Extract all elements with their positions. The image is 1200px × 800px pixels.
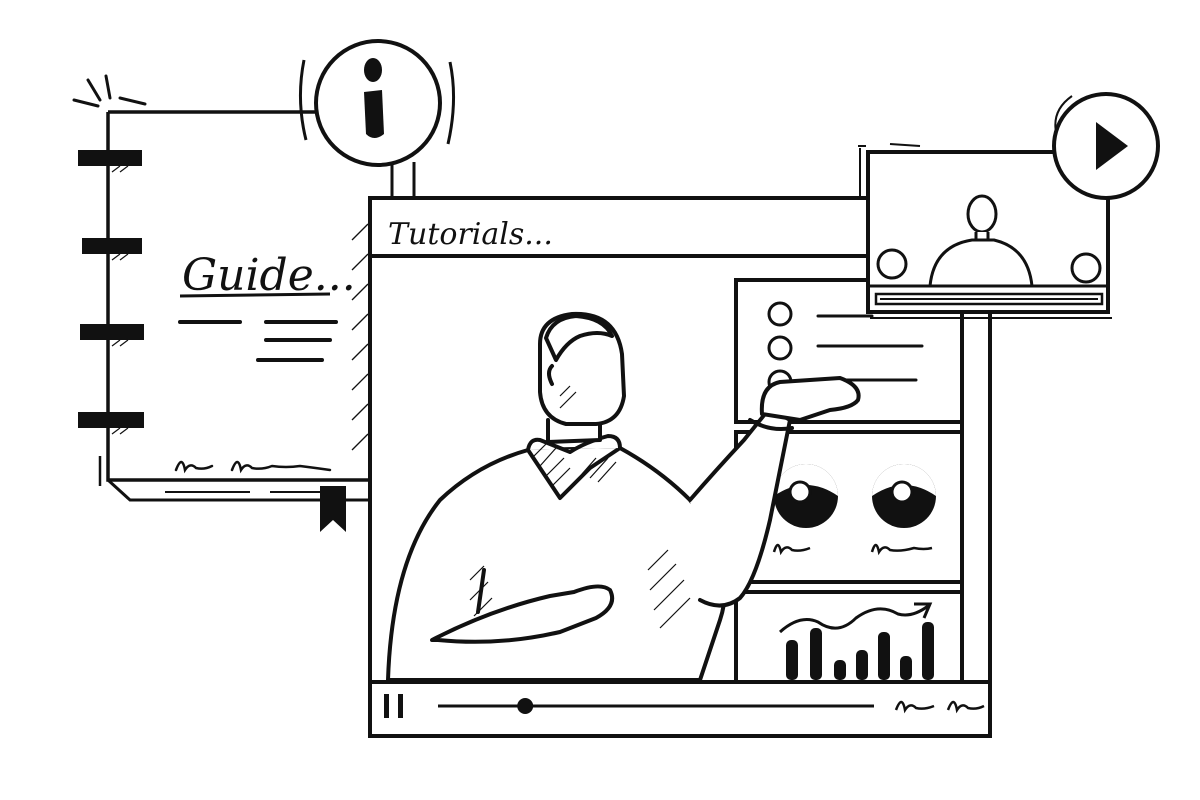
play-button[interactable] [1052, 92, 1160, 200]
mini-bar-chart [778, 602, 934, 680]
info-badge [298, 39, 456, 198]
play-icon [1096, 122, 1128, 170]
guide-title: Guide... [182, 250, 356, 301]
guide-notebook: Guide... [72, 74, 372, 532]
gauge-icon [774, 464, 838, 528]
page-shading [351, 223, 369, 451]
mini-video-person [876, 194, 1102, 288]
presenter-figure [386, 311, 861, 682]
list-radio [767, 335, 793, 361]
progress-knob[interactable] [517, 698, 534, 714]
tutorial-window: Tutorials... [368, 196, 992, 738]
mini-video-window [858, 92, 1160, 319]
pause-icon[interactable] [384, 694, 403, 718]
time-scribble [894, 700, 985, 714]
bookmark-icon [320, 486, 346, 532]
spiral-rings [78, 150, 144, 435]
gauge-icon [872, 464, 936, 528]
info-icon [364, 58, 384, 138]
mini-progress-bar[interactable] [874, 292, 1104, 306]
window-title: Tutorials... [388, 217, 553, 252]
gauges-panel [772, 464, 936, 556]
spark-lines [72, 74, 147, 108]
video-controls [384, 694, 985, 718]
presenter-shading [469, 385, 691, 629]
list-radio [767, 301, 793, 327]
guide-text-lines [178, 320, 338, 362]
signature-scribble [174, 460, 332, 474]
